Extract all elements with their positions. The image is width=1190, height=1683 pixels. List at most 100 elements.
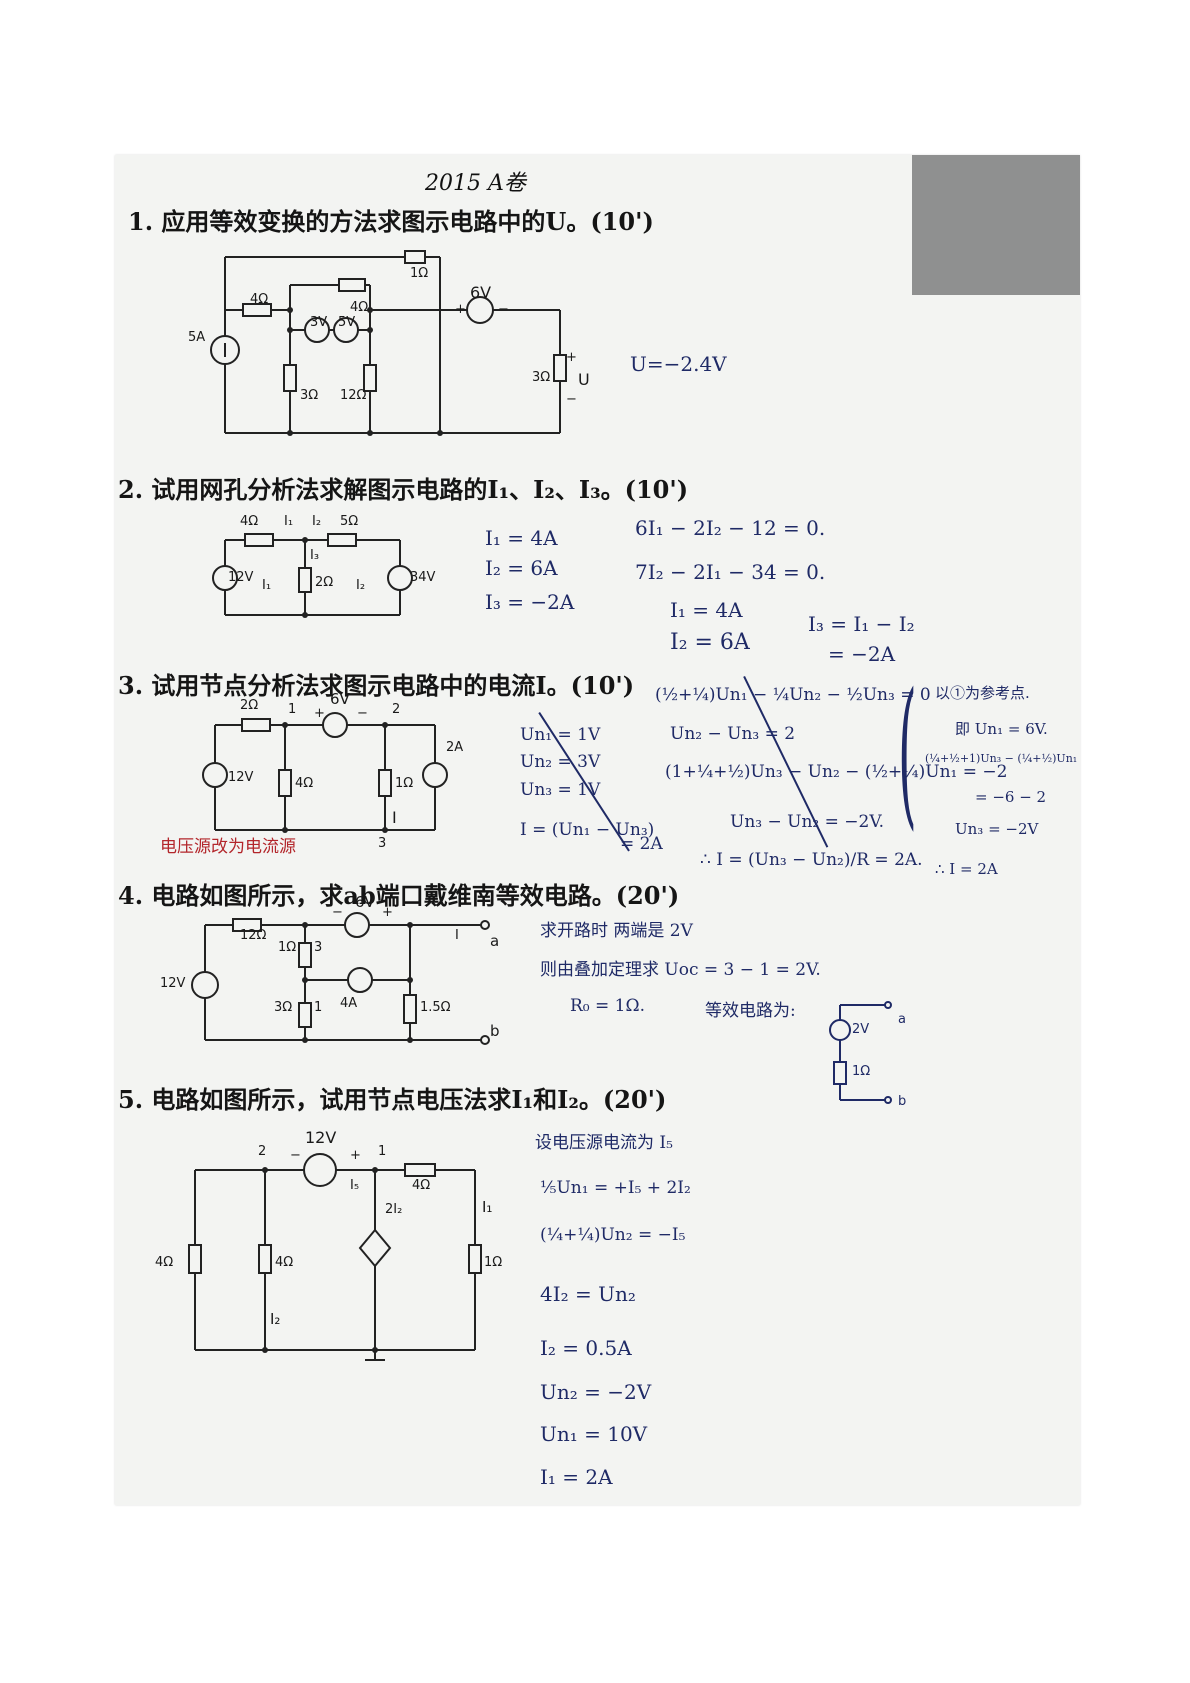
q5-label-4ohm-left: 4Ω: [155, 1255, 174, 1270]
q2-title: 2. 试用网孔分析法求解图示电路的I₁、I₂、I₃。(10'): [118, 475, 689, 504]
q5-answer-5: I₂ = 0.5A: [540, 1336, 632, 1360]
q3-side-note-1: 以①为参考点.: [935, 684, 1030, 702]
q2-label-i3: I₃: [310, 548, 320, 563]
q4-equiv-label-a: a: [898, 1012, 906, 1027]
q3-label-4ohm: 4Ω: [295, 776, 314, 791]
q5-answer-4: 4I₂ = Un₂: [540, 1282, 636, 1306]
q3-struck-i-value: = 2A: [620, 834, 663, 854]
q2-circuit: [212, 533, 413, 618]
q1-title: 1. 应用等效变换的方法求图示电路中的U。(10'): [128, 207, 654, 236]
q4-label-12ohm: 12Ω: [240, 928, 267, 943]
q5-answer-8: I₁ = 2A: [540, 1465, 613, 1489]
q2-answer-i1: I₁ = 4A: [485, 526, 558, 550]
q1-label-5a: 5A: [188, 330, 206, 345]
q3-equation-4: Un₃ − Un₂ = −2V.: [730, 812, 885, 832]
q5-label-minus: −: [290, 1148, 301, 1163]
q2-label-12v: 12V: [228, 570, 254, 585]
q1-answer: U=−2.4V: [630, 352, 727, 376]
q5-label-plus: +: [350, 1148, 361, 1163]
q4-answer-4: 等效电路为:: [705, 1001, 796, 1021]
q3-side-note-3: (¼+½+1)Un₃ − (¼+½)Un₁: [925, 752, 1078, 765]
q4-equiv-label-1ohm: 1Ω: [852, 1064, 871, 1079]
q5-label-node1: 1: [378, 1144, 387, 1159]
q1-label-5v: 5V: [338, 315, 356, 330]
q5-answer-2: ⅕Un₁ = +I₅ + 2I₂: [540, 1178, 691, 1198]
q5-answer-1: 设电压源电流为 I₅: [535, 1133, 673, 1153]
q3-side-note-4: = −6 − 2: [975, 788, 1047, 806]
q2-label-mesh-i2: I₂: [356, 578, 366, 593]
q5-label-node2: 2: [258, 1144, 267, 1159]
q1-label-u: U: [578, 370, 590, 389]
q3-label-12v: 12V: [228, 770, 254, 785]
q5-answer-7: Un₁ = 10V: [540, 1422, 648, 1446]
q5-circuit: [188, 1153, 482, 1361]
q3-title: 3. 试用节点分析法求图示电路中的电流I。(10'): [118, 671, 635, 700]
q3-label-2ohm: 2Ω: [240, 698, 259, 713]
q3-equation-3: (1+¼+½)Un₃ − Un₂ − (½+¼)Un₁ = −2: [665, 762, 1008, 782]
q1-label-plus: +: [455, 302, 466, 317]
q3-struck-un1: Un₁ = 1V: [520, 725, 601, 745]
q3-label-2a: 2A: [446, 740, 464, 755]
q3-brace: (: [898, 658, 917, 845]
q4-label-a: a: [490, 932, 500, 950]
q4-equivalent-circuit: [829, 1001, 892, 1104]
q4-equiv-label-b: b: [898, 1094, 907, 1109]
q4-equiv-label-2v: 2V: [852, 1022, 870, 1037]
q5-label-4ohm-mid: 4Ω: [275, 1255, 294, 1270]
q4-label-1: 1: [314, 1000, 323, 1015]
q1-label-3ohm-b: 3Ω: [532, 370, 551, 385]
q3-label-6v: 6V: [330, 690, 350, 708]
page-header: 2015 A卷: [425, 171, 526, 196]
q4-answer-2: 则由叠加定理求 Uoc = 3 − 1 = 2V.: [540, 960, 821, 980]
q3-label-1ohm: 1Ω: [395, 776, 414, 791]
q4-label-12v: 12V: [160, 976, 186, 991]
q1-label-u-minus: −: [566, 392, 577, 407]
q5-label-i5: I₅: [350, 1178, 360, 1193]
q1-label-4ohm-a: 4Ω: [250, 292, 269, 307]
q2-answer-i3: I₃ = −2A: [485, 590, 575, 614]
q3-side-note-5: Un₃ = −2V: [955, 820, 1039, 838]
q2-label-2ohm: 2Ω: [315, 575, 334, 590]
q2-label-i1: I₁: [284, 514, 294, 529]
q4-label-4a: 4A: [340, 996, 358, 1011]
q4-label-3: 3: [314, 940, 323, 955]
q3-struck-i: I = (Un₁ − Un₃): [520, 820, 655, 840]
q4-title: 4. 电路如图所示，求ab端口戴维南等效电路。(20'): [118, 881, 680, 910]
q4-circuit: [191, 912, 490, 1045]
q3-label-node1: 1: [288, 702, 297, 717]
q3-label-minus: −: [357, 706, 368, 721]
q3-equation-2: Un₂ − Un₃ = 2: [670, 724, 796, 744]
q3-struck-un2: Un₂ = 3V: [520, 752, 601, 772]
q4-label-i: I: [455, 928, 459, 943]
q2-label-5ohm: 5Ω: [340, 514, 359, 529]
q2-label-34v: 34V: [410, 570, 436, 585]
q3-struck-un3: Un₃ = 1V: [520, 780, 601, 800]
q1-label-4ohm-b: 4Ω: [350, 300, 369, 315]
q2-label-mesh-i1: I₁: [262, 578, 272, 593]
q4-label-3ohm: 3Ω: [274, 1000, 293, 1015]
q1-label-6v: 6V: [470, 283, 492, 302]
q4-label-1ohm: 1Ω: [278, 940, 297, 955]
q4-label-1-5ohm: 1.5Ω: [420, 1000, 451, 1015]
scan-shadow-block: [912, 155, 1080, 295]
q5-label-i2: I₂: [270, 1310, 281, 1328]
q3-side-note-2: 即 Un₁ = 6V.: [955, 720, 1048, 738]
q2-equation-1: 6I₁ − 2I₂ − 12 = 0.: [635, 516, 826, 540]
q3-equation-5: ∴ I = (Un₃ − Un₂)/R = 2A.: [700, 850, 923, 870]
q3-red-note: 电压源改为电流源: [160, 837, 296, 857]
q5-label-4ohm-top: 4Ω: [412, 1178, 431, 1193]
q5-title: 5. 电路如图所示，试用节点电压法求I₁和I₂。(20'): [118, 1085, 667, 1114]
q5-label-2i2: 2I₂: [385, 1202, 403, 1217]
q1-label-1ohm: 1Ω: [410, 266, 429, 281]
q5-label-12v: 12V: [305, 1128, 337, 1147]
q4-label-6v: 6V: [355, 893, 375, 911]
q2-result-i3: I₃ = I₁ − I₂: [808, 612, 915, 636]
q3-label-i: I: [392, 808, 397, 827]
q2-result-i1: I₁ = 4A: [670, 598, 743, 622]
q2-answer-i2: I₂ = 6A: [485, 556, 558, 580]
q3-label-plus: +: [314, 706, 325, 721]
q1-label-3v: 3V: [310, 315, 328, 330]
q5-answer-3: (¼+¼)Un₂ = −I₅: [540, 1225, 686, 1245]
q2-label-i2: I₂: [312, 514, 322, 529]
q4-label-minus: −: [332, 905, 343, 920]
